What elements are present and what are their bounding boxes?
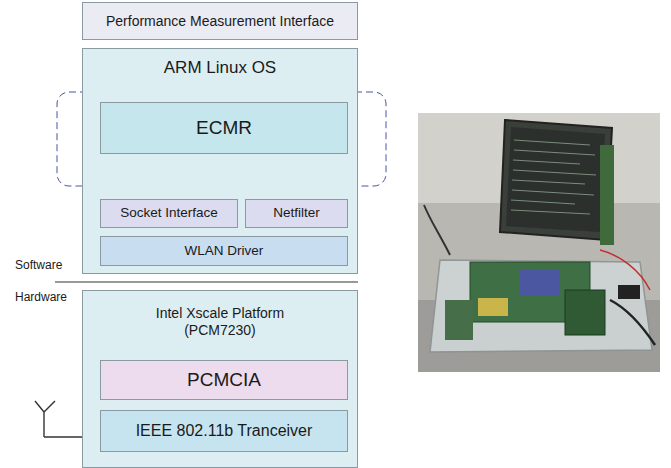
module-label: WLAN Driver <box>185 243 264 259</box>
section-label: Hardware <box>15 290 67 304</box>
module-label: Netfilter <box>273 205 320 221</box>
module-label: Socket Interface <box>120 205 218 221</box>
module-box: Socket Interface <box>100 199 238 228</box>
layer-box: ARM Linux OS ECMR Socket Interface Netfilte… <box>82 48 358 274</box>
module-box: Netfilter <box>245 199 348 228</box>
separator-line <box>55 281 358 282</box>
layer-title: ARM Linux OS <box>100 58 340 78</box>
section-label: Software <box>15 258 62 272</box>
module-label: IEEE 802.11b Tranceiver <box>136 421 313 440</box>
module-box: WLAN Driver <box>100 236 348 266</box>
module-box: IEEE 802.11b Tranceiver <box>100 410 348 452</box>
prototype-photo <box>418 113 660 372</box>
module-box: PCMCIA <box>100 360 348 400</box>
layer-title: Intel Xscale Platform (PCM7230) <box>125 305 315 339</box>
module-label: Performance Measurement Interface <box>106 13 334 30</box>
module-label: ECMR <box>196 117 252 140</box>
layer-box: Intel Xscale Platform (PCM7230) PCMCIA IEE… <box>82 290 358 468</box>
module-box: ECMR <box>100 102 348 154</box>
module-label: PCMCIA <box>187 369 261 392</box>
module-box: Performance Measurement Interface <box>82 2 358 40</box>
